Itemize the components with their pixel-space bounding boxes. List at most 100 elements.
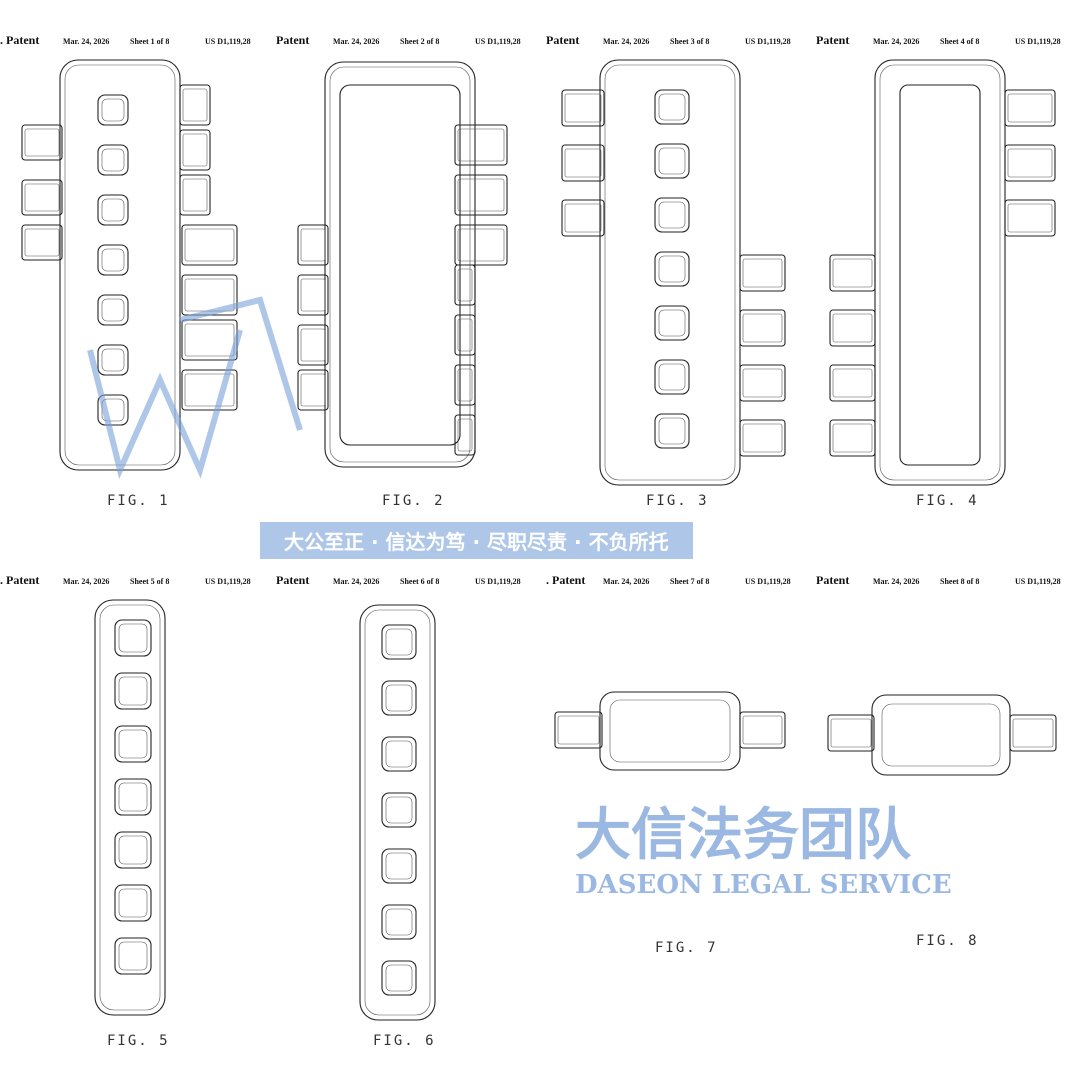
device-button <box>381 960 417 996</box>
connector-tab <box>561 89 605 127</box>
device-body <box>599 691 741 771</box>
device-button-inner <box>658 363 686 391</box>
connector-tab-inner <box>832 368 873 398</box>
device-button <box>381 904 417 940</box>
sheet-header-patent: . Patent <box>0 33 40 47</box>
connector-tab <box>454 124 508 166</box>
connector-tab-inner <box>1007 203 1053 233</box>
device-button-inner <box>118 623 148 653</box>
connector-tab <box>179 84 211 126</box>
connector-tab-inner <box>184 373 235 407</box>
figure-label: FIG. 8 <box>916 933 979 949</box>
device-button <box>654 413 690 449</box>
connector-tab <box>297 324 329 366</box>
sheet-header-sheet-number: Sheet 2 of 8 <box>400 37 440 46</box>
connector-tab-inner <box>1007 148 1053 178</box>
connector-tab <box>297 224 329 266</box>
device-button <box>654 197 690 233</box>
connector-tab <box>829 364 876 402</box>
device-body <box>871 694 1011 776</box>
connector-tab <box>454 314 476 356</box>
device-button-inner <box>118 941 148 971</box>
device-body-inner <box>881 703 1001 767</box>
device-button <box>654 305 690 341</box>
connector-tab-inner <box>457 318 473 352</box>
connector-tab-inner <box>742 368 783 398</box>
sheet-header-patent-number: US D1,119,28 <box>745 37 791 46</box>
device-button <box>97 344 129 376</box>
connector-tab <box>454 224 508 266</box>
sheet-header-sheet-number: Sheet 1 of 8 <box>130 37 170 46</box>
sheet-header-patent: Patent <box>276 33 310 47</box>
connector-tab-inner <box>564 93 602 123</box>
connector-tab <box>561 199 605 237</box>
sheet-header-date: Mar. 24, 2026 <box>873 37 920 46</box>
connector-tab <box>21 124 63 161</box>
device-button-inner <box>385 628 413 656</box>
watermark-name-en: DASEON LEGAL SERVICE <box>575 870 952 900</box>
connector-tab <box>829 419 876 457</box>
device-button-inner <box>385 852 413 880</box>
device-button <box>97 244 129 276</box>
connector-tab <box>181 369 238 411</box>
sheet-header-patent: . Patent <box>0 573 40 587</box>
connector-tab-inner <box>742 423 783 453</box>
sheet-header-date: Mar. 24, 2026 <box>603 577 650 586</box>
device-button <box>97 194 129 226</box>
connector-tab <box>297 274 329 316</box>
display-screen <box>339 84 461 446</box>
device-body <box>59 59 181 471</box>
device-button <box>114 937 152 975</box>
sheet-header-date: Mar. 24, 2026 <box>333 37 380 46</box>
connector-tab-inner <box>832 313 873 343</box>
connector-tab <box>1004 89 1056 127</box>
connector-tab-inner <box>300 228 326 262</box>
sheet-header-date: Mar. 24, 2026 <box>603 37 650 46</box>
connector-tab <box>1009 714 1057 752</box>
device-button <box>654 251 690 287</box>
connector-tab-inner <box>24 128 60 157</box>
device-button <box>654 143 690 179</box>
connector-tab-inner <box>557 715 600 745</box>
connector-tab-inner <box>457 268 473 302</box>
device-button <box>654 359 690 395</box>
figure-label: FIG. 1 <box>107 493 170 509</box>
device-button <box>114 672 152 710</box>
device-button <box>97 294 129 326</box>
device-button-inner <box>658 147 686 175</box>
device-button-inner <box>385 684 413 712</box>
device-button <box>381 848 417 884</box>
device-body-inner <box>609 699 731 763</box>
connector-tab <box>454 364 476 406</box>
device-button-inner <box>101 298 125 322</box>
connector-tab <box>739 711 786 749</box>
figure-label: FIG. 6 <box>373 1033 436 1049</box>
connector-tab <box>827 714 875 752</box>
connector-tab <box>454 414 476 456</box>
connector-tab <box>181 224 238 266</box>
connector-tab-inner <box>564 148 602 178</box>
connector-tab-inner <box>830 718 872 748</box>
sheet-header-sheet-number: Sheet 4 of 8 <box>940 37 980 46</box>
device-button <box>97 394 129 426</box>
connector-tab-inner <box>300 278 326 312</box>
sheet-header-sheet-number: Sheet 8 of 8 <box>940 577 980 586</box>
connector-tab-inner <box>184 323 235 357</box>
connector-tab-inner <box>182 178 208 212</box>
figure-label: FIG. 4 <box>916 493 979 509</box>
device-button <box>97 94 129 126</box>
figure-label: FIG. 2 <box>382 493 445 509</box>
device-button <box>97 144 129 176</box>
device-button-inner <box>118 888 148 918</box>
sheet-header-patent-number: US D1,119,28 <box>745 577 791 586</box>
sheet-header-sheet-number: Sheet 7 of 8 <box>670 577 710 586</box>
device-button <box>114 619 152 657</box>
display-screen <box>899 84 981 466</box>
sheet-header-sheet-number: Sheet 6 of 8 <box>400 577 440 586</box>
figure-label: FIG. 5 <box>107 1033 170 1049</box>
device-button <box>114 725 152 763</box>
device-button <box>381 680 417 716</box>
connector-tab-inner <box>564 203 602 233</box>
device-button-inner <box>385 740 413 768</box>
